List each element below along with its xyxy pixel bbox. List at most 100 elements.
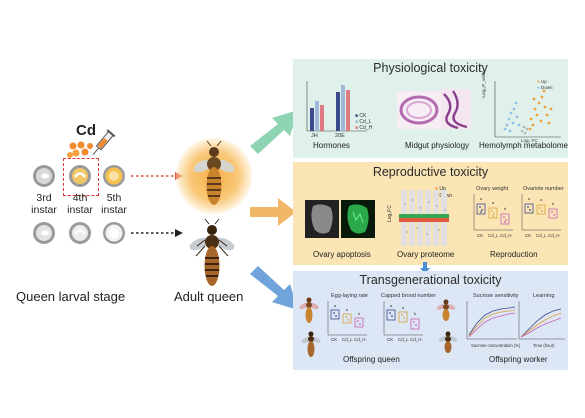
ovary-weight-group-cdl: Cd_L [488,233,499,238]
larva-4th-ck-icon [69,222,91,244]
egg-laying-plot: a b b [327,301,367,336]
bar-20e-cdl [341,85,345,131]
sucrose-xlabel: Sucrose concentration (%) [471,343,521,348]
svg-text:a: a [528,196,531,201]
sucrose-plot [466,301,517,340]
hormone-legend-ck: ■ CK [355,113,367,119]
adult-queen-label: Adult queen [174,289,244,304]
ovary-weight-plot: a a b [473,194,513,231]
cd-queen-bee-icon [193,140,235,205]
reproductive-title: Reproductive toxicity [372,165,489,179]
reproduction-label: Reproduction [490,250,538,259]
midgut-label: Midgut physiology [405,141,470,150]
ovary-weight-group-ck: CK [477,233,484,238]
ovariole-group-cdh: Cd_H [548,233,560,238]
egg-group-ck: CK [331,337,338,342]
proteome-axis: Log₂FC [387,205,393,222]
apoptosis-label: Ovary apoptosis [313,250,371,259]
ovary-weight-group-cdh: Cd_H [500,233,512,238]
svg-text:b: b [504,206,507,211]
svg-text:b: b [552,201,555,206]
egg-group-cdh: Cd_H [354,337,366,342]
apoptosis-image-green [341,200,375,238]
larva-3rd-ck-icon [33,222,55,244]
bar-jh-cdh [320,105,324,131]
offspring-queen-label: Offspring queen [343,355,400,364]
arrow-to-reproductive [250,198,296,226]
brood-group-cdl: Cd_L [398,337,409,342]
offspring-worker-label: Offspring worker [489,355,548,364]
bar-20e-ck [336,92,340,131]
svg-text:a: a [334,303,337,308]
bar-jh-cdl [315,101,319,131]
selected-instar-box [63,158,99,196]
hormone-cat-jh: JH [311,133,318,139]
ovariole-group-cdl: Cd_L [536,233,547,238]
cd-pellets-icon [67,141,93,158]
learning-xlabel: Time (hour) [533,343,555,348]
midgut-image-1 [397,91,441,129]
svg-text:a: a [492,200,495,205]
arrow-to-physiological [250,110,298,154]
bar-jh-ck [310,108,314,131]
physiological-title: Physiological toxicity [373,61,488,75]
sucrose-title: Sucrose sensitivity [473,293,519,299]
hormone-legend-cdh: ■ Cd_H [355,125,373,131]
dotted-arrow-black [131,229,183,237]
svg-text:b: b [358,311,361,316]
egg-group-cdl: Cd_L [342,337,353,342]
volcano-axis-y: -Log₁₀P_value [481,70,486,99]
offspring-queen-bee-1-icon [299,297,319,323]
offspring-worker-bee-1-icon [437,299,455,321]
svg-text:b: b [414,311,417,316]
brood-group-ck: CK [387,337,394,342]
apoptosis-image-gray [305,200,339,238]
hormone-legend-cdl: ■ Cd_L [355,119,372,125]
hemolymph-label: Hemolymph metabolome [479,141,568,150]
ovariole-title: Ovariole number [523,186,564,192]
larva-4th-cd-icon [69,165,91,187]
ovariole-plot: a a b [521,194,561,231]
larva-3rd-cd-icon [33,165,55,187]
svg-text:a: a [402,305,405,310]
capped-brood-title: Capped brood number [381,293,437,299]
transgenerational-title: Transgenerational toxicity [359,273,502,287]
volcano-plot [494,81,561,138]
physiological-panel: Physiological toxicity JH 20E ■ CK ■ Cd_… [293,59,568,158]
queen-larval-stage-label: Queen larval stage [16,289,126,304]
learning-plot [518,301,565,340]
proteome-plot [399,190,449,246]
capped-brood-plot: a a b [383,301,423,336]
volcano-axis-x: Log₂ FC [521,138,538,143]
proteome-legend-up: ● Up [435,186,446,192]
cd-label: Cd [76,122,96,139]
larva-5th-cd-icon [103,165,125,187]
hormone-cat-20e: 20E [335,133,345,139]
adult-queen-bee-icon [189,218,235,286]
svg-text:a: a [390,303,393,308]
brood-group-cdh: Cd_H [410,337,422,342]
offspring-queen-bee-2-icon [301,331,321,357]
larva-5th-ck-icon [103,222,125,244]
transgenerational-panel: Transgenerational toxicity Egg-laying ra… [293,271,568,370]
proteome-label: Ovary proteome [397,250,455,259]
ovariole-group-ck: CK [525,233,532,238]
svg-text:a: a [540,197,543,202]
egg-laying-title: Egg-laying rate [331,293,368,299]
hormones-chart [306,81,367,132]
volcano-legend-down: ● Down [537,85,553,90]
svg-text:b: b [346,307,349,312]
arrow-to-transgenerational [250,266,298,310]
offspring-worker-bee-2-icon [439,331,457,353]
syringe-icon [92,129,116,156]
learning-title: Learning [533,293,555,299]
hormones-label: Hormones [313,141,350,150]
bar-20e-cdh [346,90,350,131]
svg-text:a: a [480,196,483,201]
reproductive-panel: Reproductive toxicity Ovary apoptosis ● … [293,162,568,265]
midgut-image-2 [441,89,471,129]
volcano-legend-up: ● Up [537,79,547,84]
